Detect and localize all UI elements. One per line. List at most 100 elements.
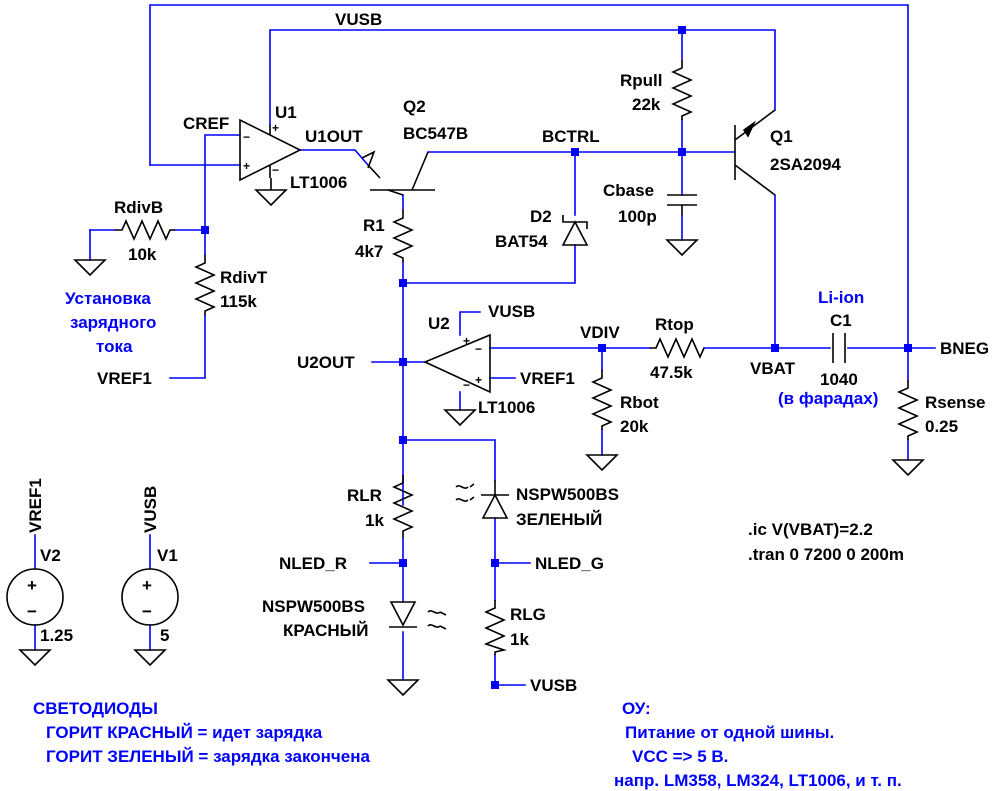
cbase-value: 100p: [618, 207, 657, 226]
u2-ref: U2: [428, 314, 450, 333]
junctions: [201, 26, 912, 689]
diode-d2-icon: [561, 215, 589, 246]
net-labels: VUSB CREF U1OUT BCTRL VUSB VDIV VBAT BNE…: [26, 10, 989, 695]
ground-icon: [73, 259, 107, 277]
resistor-rlg-icon: [483, 600, 507, 655]
rdivb-value: 10k: [128, 245, 157, 264]
u2-noninv-mark: +: [475, 373, 482, 387]
resistor-rtop-icon: [650, 337, 705, 359]
rlg-value: 1k: [510, 630, 529, 649]
r1-ref: R1: [363, 216, 385, 235]
comment-opamp: ОУ: Питание от одной шины. VCC => 5 В. н…: [614, 699, 902, 790]
net-vusb-top: VUSB: [335, 10, 382, 29]
transistor-q1: [734, 109, 776, 196]
v2-plus-mark: +: [27, 576, 37, 595]
source-v2-icon: + −: [6, 568, 64, 626]
comment-line: ОУ:: [622, 699, 651, 718]
led-green-icon: [455, 480, 509, 519]
r1-value: 4k7: [355, 242, 383, 261]
ground-icon: [891, 459, 925, 477]
resistor-rsense-icon: [897, 380, 919, 440]
ground-symbols: [18, 178, 925, 697]
rdivt-value: 115k: [220, 292, 257, 311]
comment-line: напр. LM358, LM324, LT1006, и т. п.: [614, 771, 902, 790]
v1-minus-mark: −: [142, 602, 152, 621]
u2-vplus-mark: +: [463, 334, 470, 348]
u1-ref: U1: [275, 103, 297, 122]
led-red-value: КРАСНЫЙ: [283, 621, 369, 640]
comment-line: СВЕТОДИОДЫ: [33, 699, 158, 718]
comment-leds: СВЕТОДИОДЫ ГОРИТ КРАСНЫЙ = идет зарядка …: [33, 699, 371, 766]
comment-line: Установка: [65, 289, 151, 308]
led-green-ref: NSPW500BS: [516, 485, 619, 504]
net-nled-r: NLED_R: [279, 554, 347, 573]
net-vref1-div: VREF1: [97, 369, 152, 388]
net-u1out: U1OUT: [305, 127, 363, 146]
net-nled-g: NLED_G: [535, 554, 604, 573]
u1-value: LT1006: [290, 173, 347, 192]
comment-charge-set: Установка зарядного тока: [65, 289, 156, 356]
v2-ref: V2: [40, 546, 61, 565]
resistor-rdivb-icon: [115, 219, 175, 241]
comment-line: зарядного: [70, 313, 156, 332]
u2-inv-mark: −: [475, 342, 482, 356]
source-v1-icon: + −: [121, 568, 179, 626]
resistor-rpull-icon: [671, 60, 693, 120]
q2-value: BC547B: [403, 124, 468, 143]
net-vdiv: VDIV: [580, 323, 620, 342]
led-red-icon: [389, 601, 447, 630]
ground-icon: [585, 454, 619, 472]
net-u2out: U2OUT: [297, 353, 355, 372]
resistor-r1-icon: [392, 210, 414, 262]
u1-vplus-mark: +: [272, 121, 279, 135]
directive-tran: .tran 0 7200 0 200m: [748, 545, 904, 564]
opamp-u1: − + + −: [239, 118, 302, 182]
v2-value: 1.25: [40, 626, 73, 645]
net-vusb-u2: VUSB: [488, 302, 535, 321]
ground-icon: [386, 679, 420, 697]
u1-vminus-mark: −: [272, 163, 279, 177]
transistor-q2: [361, 150, 435, 196]
comment-line: VCC => 5 В.: [632, 747, 728, 766]
resistor-rdivt-icon: [194, 255, 216, 315]
c1-note-top: Li-ion: [818, 288, 864, 307]
opamp-u2: − + + −: [423, 333, 491, 394]
rbot-ref: Rbot: [620, 393, 659, 412]
rlg-ref: RLG: [510, 605, 546, 624]
component-labels: U1 LT1006 U2 LT1006 Q2 BC547B Q1 2SA2094…: [40, 71, 985, 649]
comment-line: ГОРИТ КРАСНЫЙ = идет зарядка: [46, 723, 323, 742]
ground-icon: [18, 649, 52, 667]
net-cref: CREF: [183, 114, 229, 133]
directive-ic: .ic V(VBAT)=2.2: [748, 520, 873, 539]
capacitor-cbase-icon: [667, 194, 697, 215]
ground-icon: [133, 649, 167, 667]
d2-value: BAT54: [495, 232, 548, 251]
net-vbat: VBAT: [750, 359, 796, 378]
ground-icon: [443, 409, 477, 427]
led-green-value: ЗЕЛЕНЫЙ: [516, 510, 602, 529]
wires: [34, 4, 936, 686]
rdivt-ref: RdivT: [220, 268, 268, 287]
rbot-value: 20k: [620, 417, 649, 436]
resistor-rlr-icon: [392, 475, 414, 538]
rtop-value: 47.5k: [650, 363, 693, 382]
d2-ref: D2: [530, 207, 552, 226]
v1-ref: V1: [157, 546, 178, 565]
ground-icon: [665, 239, 699, 257]
u2-vminus-mark: −: [463, 378, 470, 392]
v1-plus-mark: +: [142, 576, 152, 595]
comment-line: Питание от одной шины.: [625, 723, 834, 742]
net-vref1-u2: VREF1: [520, 369, 575, 388]
net-bneg: BNEG: [940, 339, 989, 358]
rlr-value: 1k: [365, 511, 384, 530]
led-red-ref: NSPW500BS: [262, 597, 365, 616]
net-vusb-v1: VUSB: [141, 486, 160, 533]
c1-ref: C1: [830, 311, 852, 330]
ground-icon: [254, 178, 288, 207]
comment-line: ГОРИТ ЗЕЛЕНЫЙ = зарядка закончена: [46, 747, 371, 766]
rpull-value: 22k: [632, 95, 661, 114]
u1-noninv-mark: +: [243, 159, 250, 173]
cbase-ref: Cbase: [603, 181, 654, 200]
comment-line: тока: [96, 337, 133, 356]
